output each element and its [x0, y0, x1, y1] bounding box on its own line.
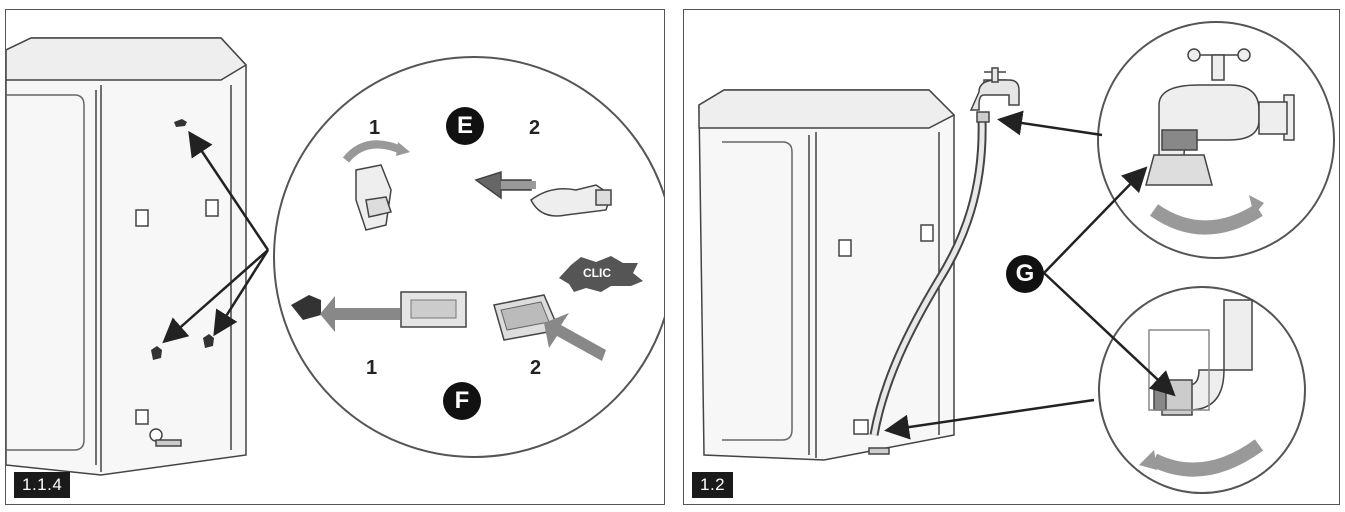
figure-panel-1-1-4: 1 E 2 1 F 2 CLIC 1.1.4 — [5, 9, 665, 505]
pointer-arrows — [162, 130, 270, 344]
figure-label: 1.1.4 — [14, 472, 71, 498]
rear-plug-markers — [151, 119, 214, 360]
step-number-f1: 1 — [366, 357, 378, 379]
step-number-e2: 2 — [529, 117, 541, 139]
figure-label: 1.2 — [692, 472, 734, 498]
clip-rotate-illustration — [342, 140, 410, 231]
filler-insert-illustration — [291, 291, 467, 332]
tap-icon — [969, 67, 1020, 123]
badge-f: F — [443, 382, 481, 420]
inlet-detail-illustration — [1139, 299, 1264, 477]
step-number-e1: 1 — [369, 117, 381, 139]
step-number-f2: 2 — [530, 357, 542, 379]
washing-machine-rear — [6, 37, 248, 476]
right-illustration — [698, 21, 1335, 494]
left-illustration — [6, 37, 664, 476]
figure-panel-1-2: G 1.2 — [683, 9, 1340, 505]
clic-text: CLIC — [583, 266, 611, 280]
tap-detail-illustration — [1145, 48, 1295, 235]
filler-clic-illustration — [493, 256, 643, 361]
pointer-arrows — [884, 110, 1176, 440]
clip-slide-illustration — [474, 170, 612, 217]
washing-machine-rear — [698, 89, 956, 461]
detail-circle — [273, 56, 664, 458]
badge-e: E — [446, 107, 484, 145]
badge-g: G — [1006, 255, 1044, 293]
